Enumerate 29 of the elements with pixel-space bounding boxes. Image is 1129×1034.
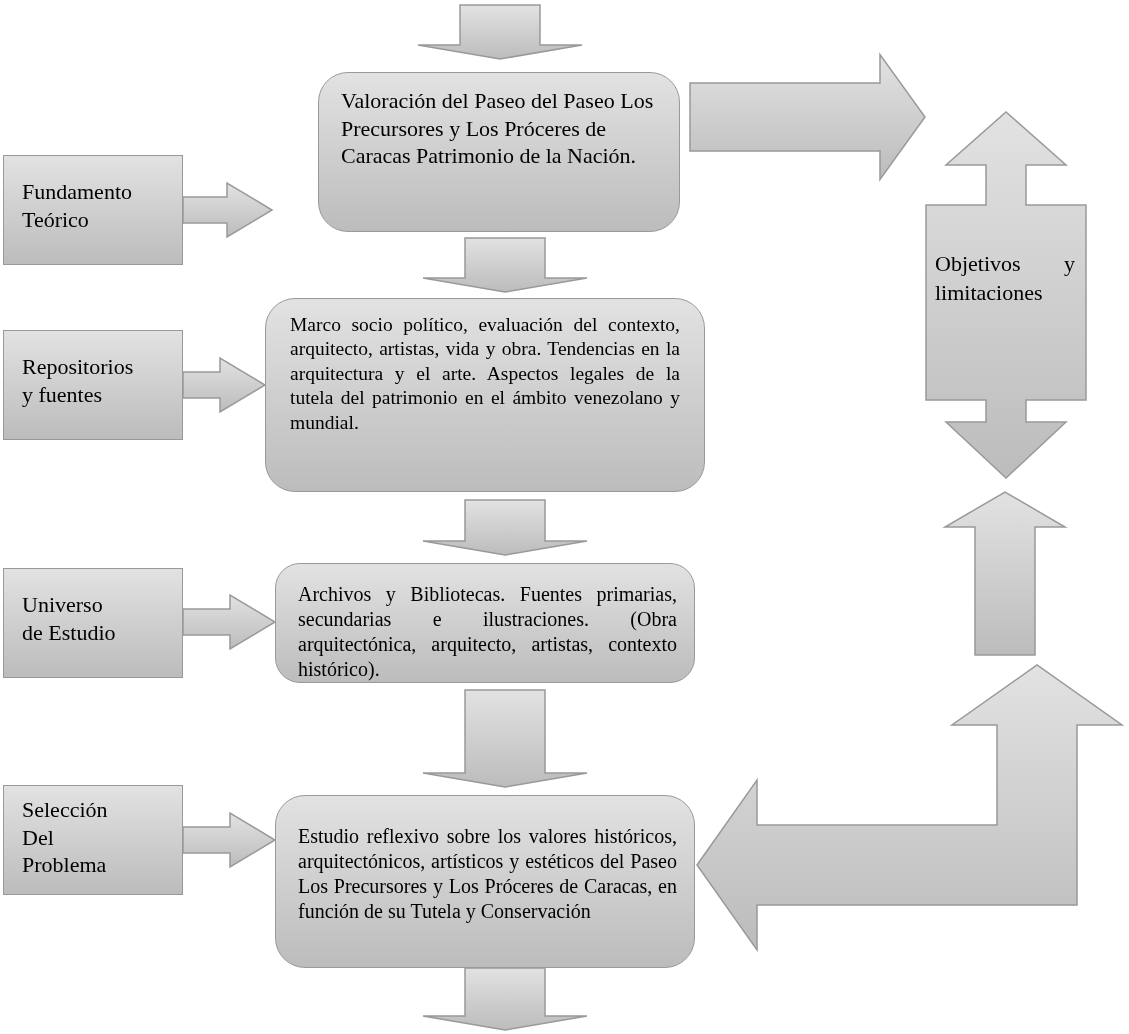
box-text: Selección Del Problema — [22, 796, 109, 879]
block-arrow — [689, 52, 926, 182]
box-text: Valoración del Paseo del Paseo Los Precursores y Los Próceres de Caracas Patrimonio de la Nación. — [341, 87, 655, 170]
block-arrow — [417, 4, 583, 60]
box-text: Archivos y Bibliotecas. Fuentes primarias, secundarias e ilustraciones. (Obra arquitectónica, arquitecto, artistas, contexto histórico). — [298, 582, 677, 682]
label-box — [3, 568, 183, 678]
block-arrow — [182, 593, 277, 651]
rounded-process-box — [275, 795, 695, 968]
block-arrow — [422, 689, 588, 788]
box-text: Marco socio político, evaluación del contexto, arquitecto, artistas, vida y obra. Tendencias en la arquitectura y el arte. Aspectos legales de la tutela del patrimonio en el ámbito venezolano y mundial. — [290, 313, 680, 435]
box-text: Repositorios y fuentes — [22, 353, 135, 408]
block-arrow — [422, 967, 588, 1031]
label-box — [3, 155, 183, 265]
label-box — [3, 785, 183, 895]
box-text: Universo de Estudio — [22, 591, 117, 646]
rounded-process-box — [265, 298, 705, 492]
block-arrow — [696, 664, 1125, 953]
box-text: Estudio reflexivo sobre los valores históricos, arquitectónicos, artísticos y estéticos del Paseo Los Precursores y Los Próceres de Caracas, en función de su Tutela y Conservación — [298, 824, 677, 924]
block-arrow — [942, 491, 1068, 656]
block-arrow — [182, 811, 277, 869]
rounded-process-box — [318, 72, 680, 232]
block-arrow — [422, 499, 588, 556]
box-text: Fundamento Teórico — [22, 178, 133, 233]
block-arrow — [182, 356, 267, 414]
block-arrow — [422, 237, 588, 293]
rounded-process-box — [275, 563, 695, 683]
label-box — [3, 330, 183, 440]
box-text: Objetivos y limitaciones — [935, 250, 1075, 307]
block-arrow — [182, 181, 274, 239]
